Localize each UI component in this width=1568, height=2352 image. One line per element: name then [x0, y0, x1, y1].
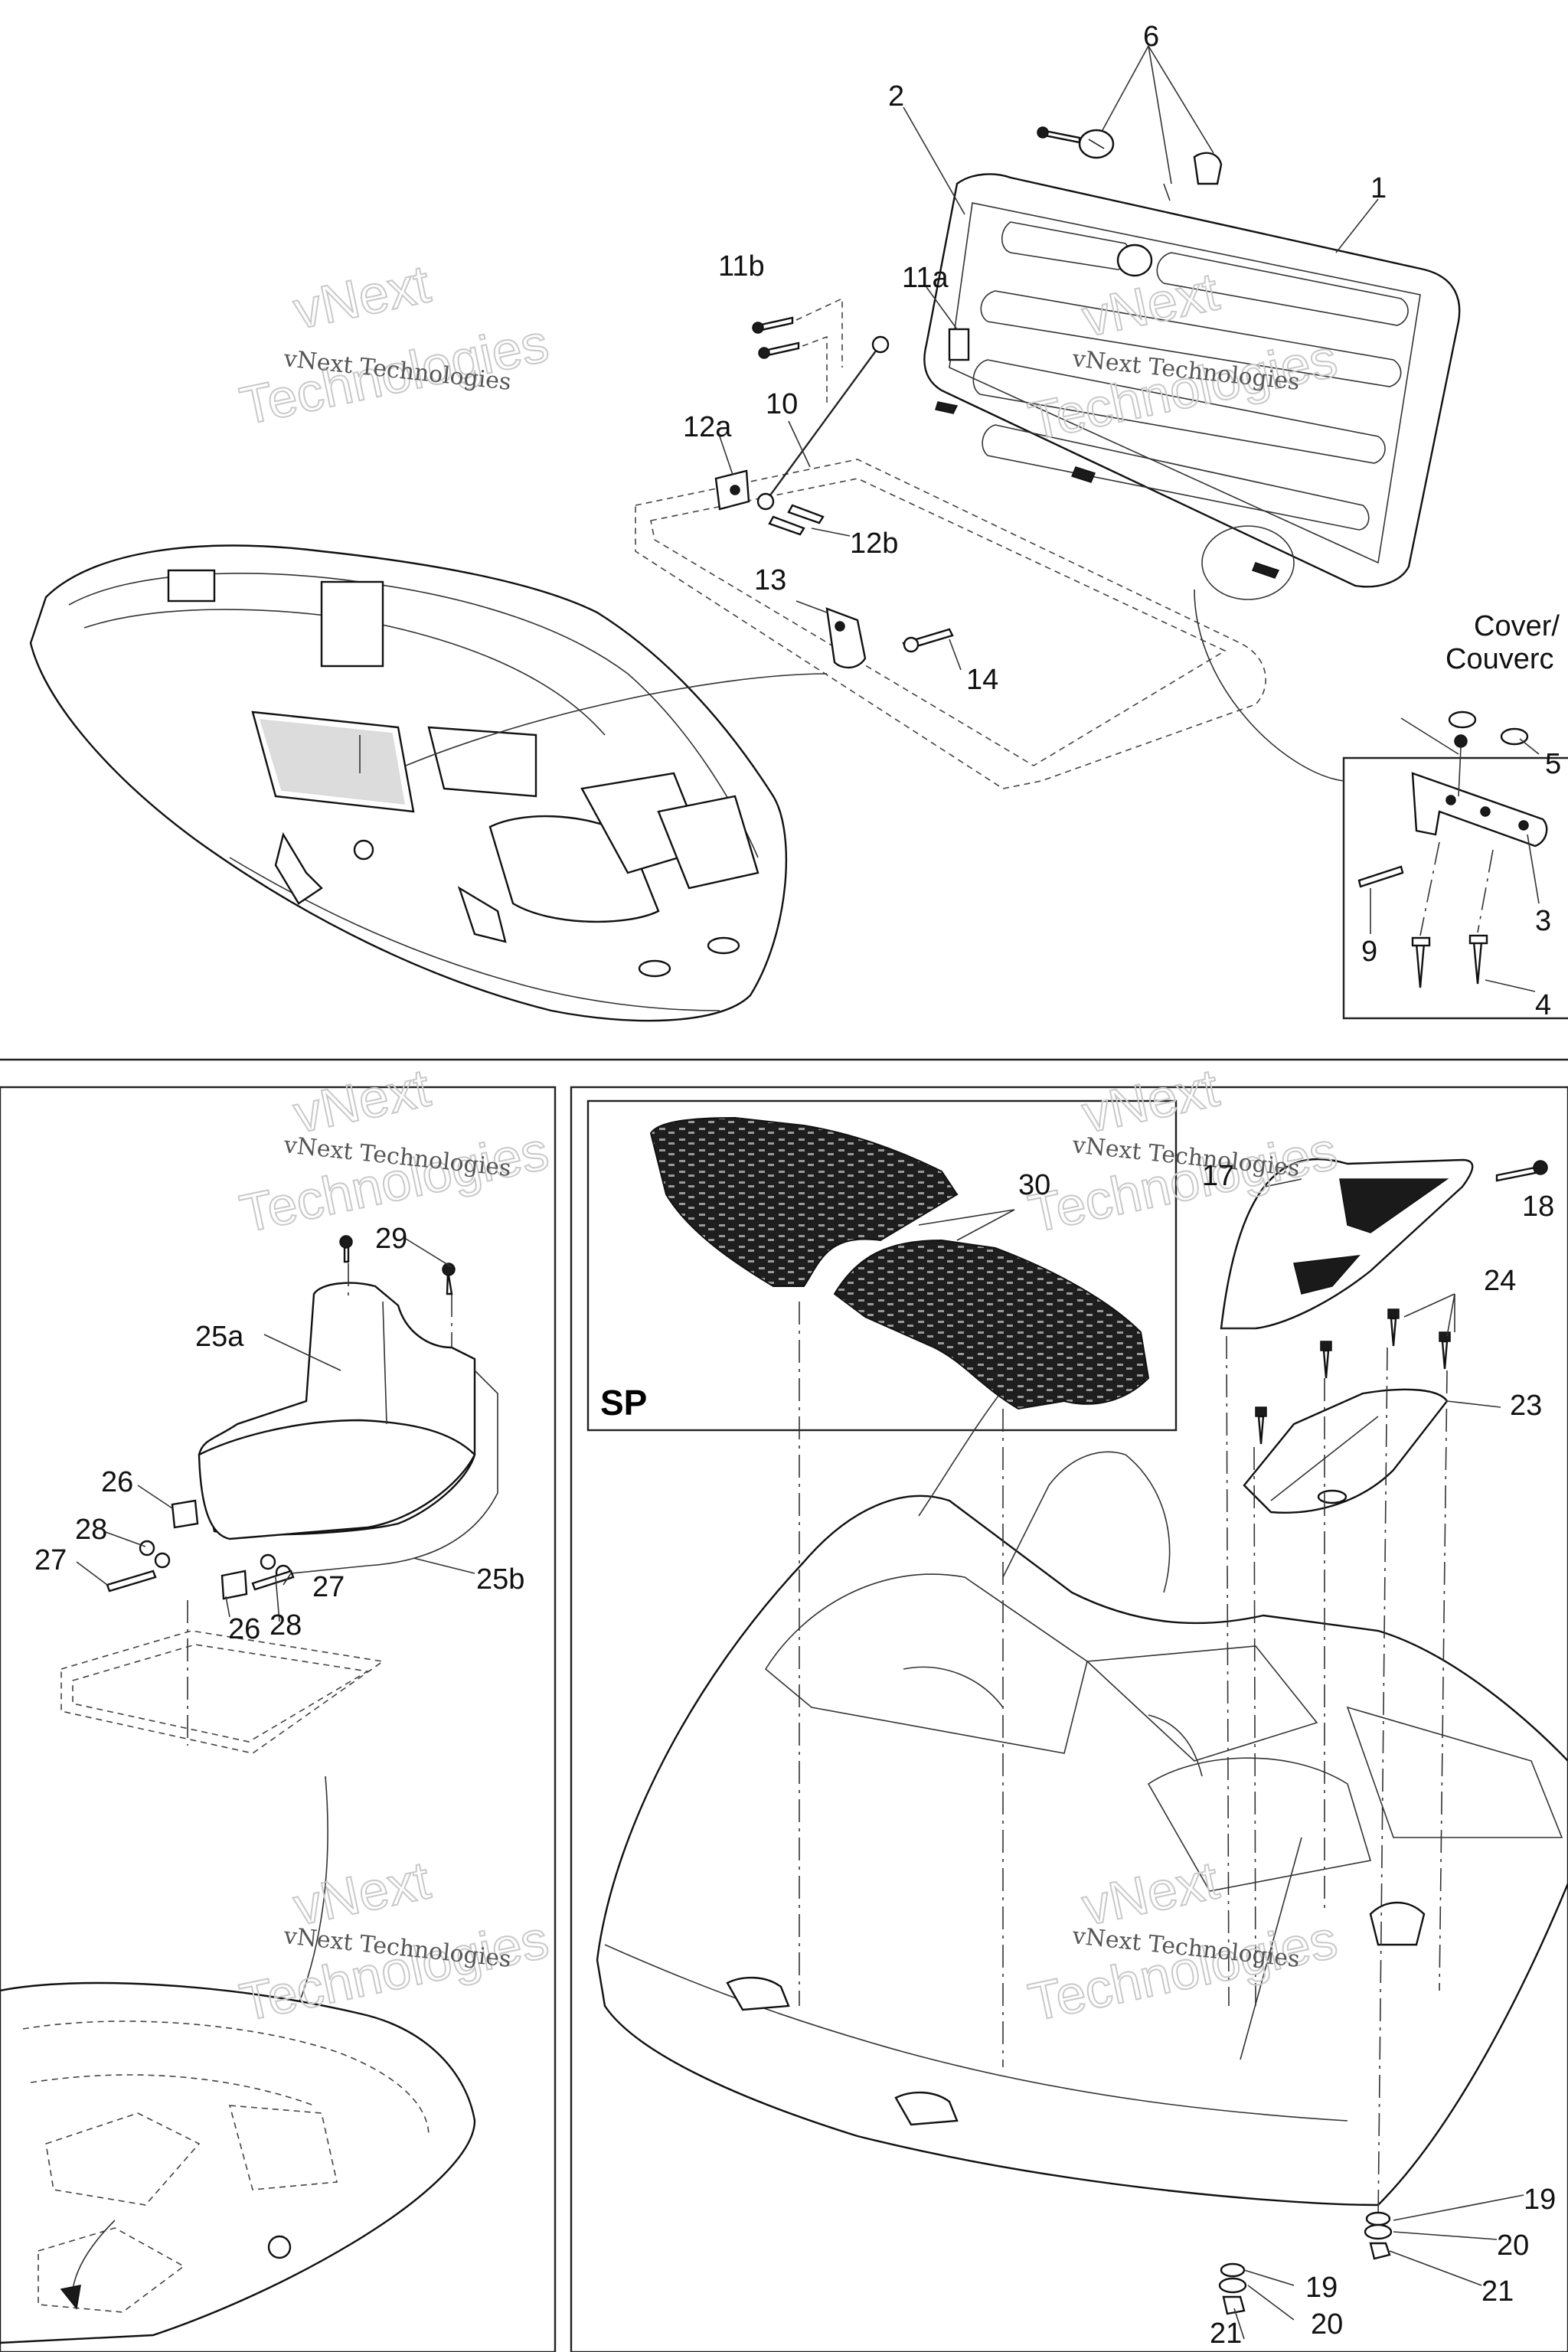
callout-24: 24 [1484, 1265, 1516, 1297]
svg-text:vNext: vNext [289, 1850, 435, 1936]
watermark-bottom-left: vNext Technologies vNext Technologies [234, 1849, 554, 2033]
callout-25b: 25b [476, 1563, 524, 1596]
svg-text:vNext: vNext [289, 1057, 435, 1144]
callout-17: 17 [1202, 1160, 1234, 1192]
callout-27a: 27 [34, 1544, 67, 1576]
seat-backrest [198, 1282, 498, 1574]
callout-11b: 11b [718, 250, 765, 283]
callout-18: 18 [1522, 1191, 1554, 1223]
callout-19a: 19 [1524, 2184, 1556, 2216]
callout-3: 3 [1535, 905, 1551, 937]
storage-opening-outline [635, 459, 1266, 789]
cover-detail-parts [1357, 710, 1548, 988]
pin-14 [902, 628, 954, 653]
callout-5: 5 [1545, 748, 1561, 780]
leader-hull-to-cover [405, 673, 828, 766]
cover-detail-frame [1342, 756, 1568, 1020]
axis-cover-left [1226, 1335, 1230, 2007]
callout-12b: 12b [850, 528, 898, 560]
rivets-12b [768, 504, 825, 536]
screws-11b [752, 297, 843, 406]
callout-26b: 26 [228, 1613, 260, 1645]
detail-circle [1201, 525, 1295, 600]
gas-spring [756, 335, 890, 511]
seat-hardware [106, 1235, 456, 1600]
callout-26a: 26 [101, 1466, 133, 1498]
callout-28a: 28 [75, 1514, 107, 1546]
seat-base-outline [60, 1630, 385, 1754]
rear-deck-body [596, 1370, 1568, 2207]
callout-19b: 19 [1305, 2272, 1338, 2304]
svg-text:vNext: vNext [289, 253, 435, 340]
boat-hull-top [29, 544, 788, 1022]
cover-label-line1: Cover/ [1474, 610, 1560, 642]
callout-6: 6 [1143, 21, 1159, 53]
seat-panel-frame [0, 1086, 557, 2352]
watermark-seat: vNext Technologies vNext Technologies [234, 1057, 554, 1244]
callout-labels: 1 2 3 4 5 6 9 10 11a 11b 12a 12b 13 14 1… [34, 21, 1561, 2350]
callout-23: 23 [1510, 1390, 1542, 1422]
callout-20b: 20 [1311, 2308, 1343, 2341]
footwell-cover-17 [1220, 1158, 1474, 1330]
callout-11a: 11a [902, 262, 949, 294]
rear-deck-panel-frame [570, 1086, 1568, 2352]
screw-18 [1495, 1160, 1548, 1182]
screws-6 [1037, 126, 1223, 201]
callout-2: 2 [888, 80, 904, 113]
callout-14: 14 [966, 664, 998, 696]
sp-inset-frame [586, 1099, 1178, 1432]
callout-28b: 28 [270, 1609, 302, 1642]
callout-leaders [76, 45, 1540, 2340]
latch-13 [825, 607, 867, 669]
watermark-top-left: vNext Technologies vNext Technologies [234, 253, 554, 436]
callout-27b: 27 [312, 1571, 345, 1603]
bracket-23 [1243, 1388, 1449, 1514]
callout-29: 29 [375, 1223, 407, 1255]
callout-9: 9 [1361, 936, 1377, 968]
callout-21b: 21 [1210, 2318, 1242, 2350]
callout-20a: 20 [1497, 2230, 1529, 2262]
callout-21a: 21 [1481, 2275, 1514, 2308]
callout-25a: 25a [195, 1321, 244, 1353]
callout-13: 13 [754, 564, 786, 596]
hinge-bracket-12a [714, 469, 750, 511]
callout-4: 4 [1535, 989, 1551, 1021]
leader-cover-to-detail [1194, 589, 1344, 782]
storage-cover [923, 173, 1461, 588]
sp-label: SP [600, 1383, 647, 1423]
callout-10: 10 [766, 388, 798, 420]
axis-right-1 [1377, 1347, 1388, 2221]
callout-1: 1 [1370, 172, 1387, 204]
svg-text:vNext: vNext [1077, 1057, 1223, 1144]
boat-hull-seat-view [0, 1981, 476, 2344]
callout-30: 30 [1018, 1169, 1050, 1201]
callout-12a: 12a [683, 411, 732, 443]
cover-label-line2: Couverc [1446, 643, 1554, 675]
sp-mats [649, 1116, 1150, 1410]
